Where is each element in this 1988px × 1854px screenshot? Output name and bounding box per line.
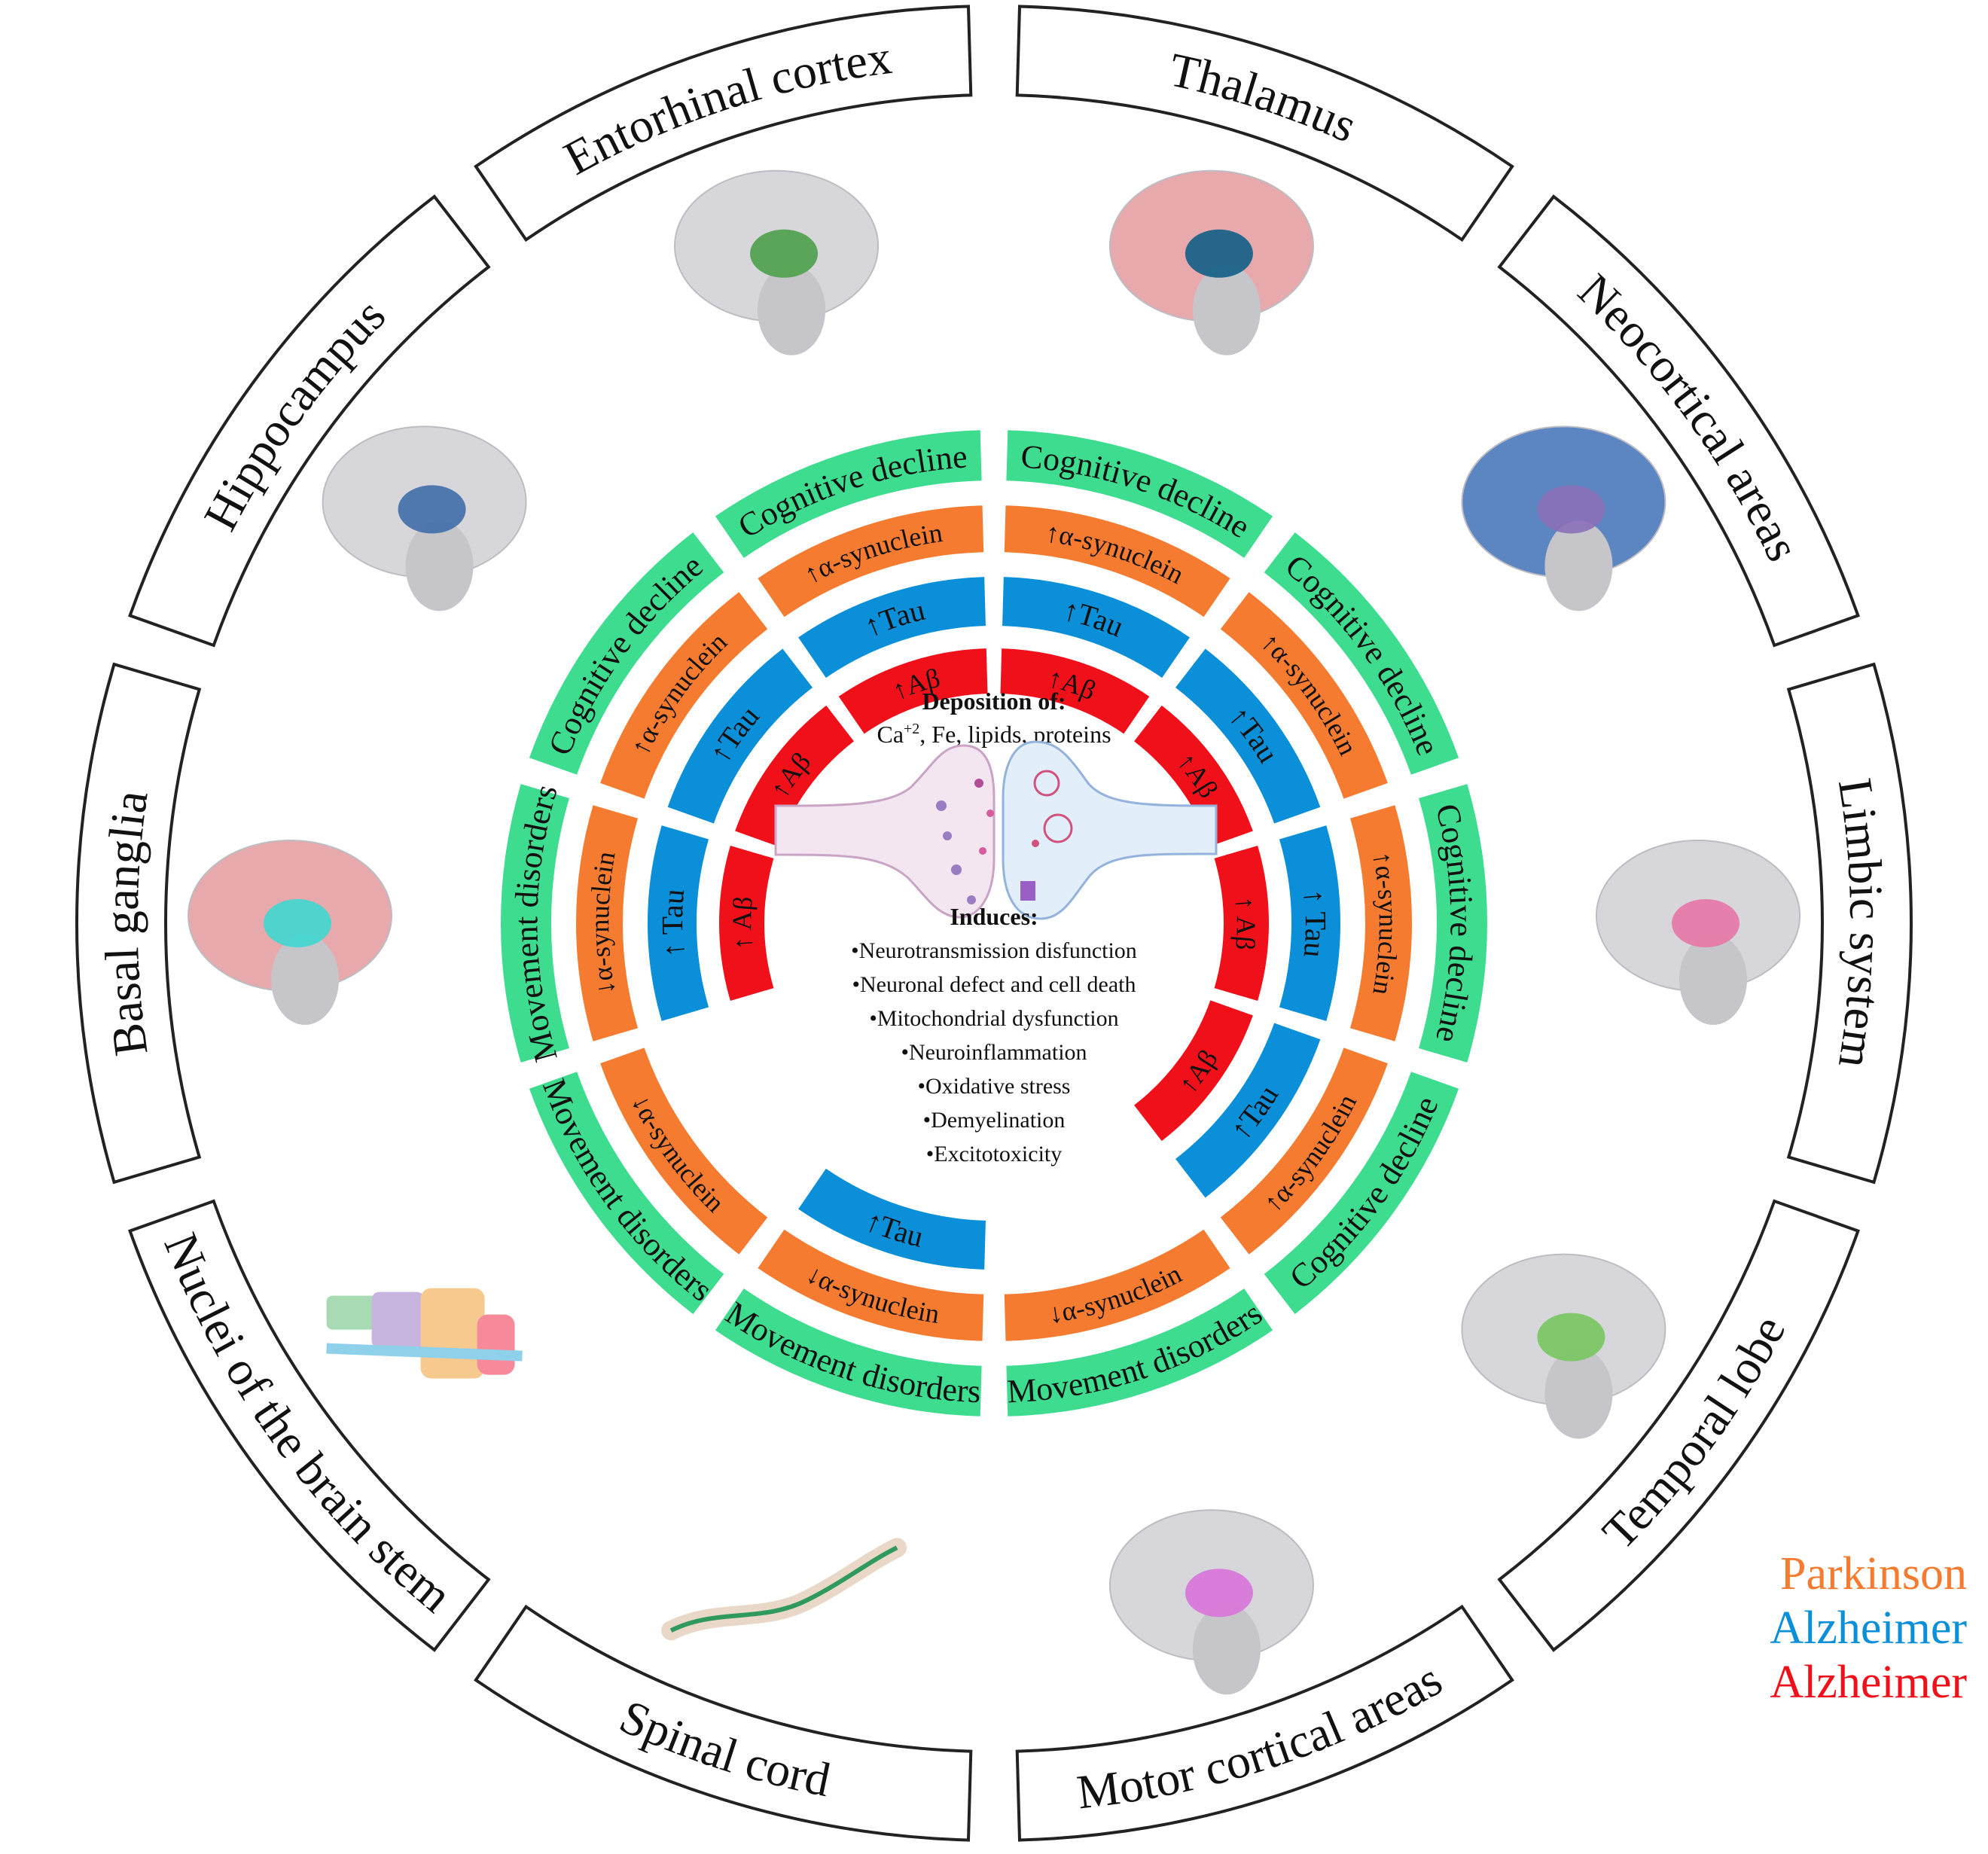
deposition-items: Ca+2, Fe, lipids, proteins bbox=[877, 721, 1111, 748]
induces-item: •Neuroinflammation bbox=[901, 1040, 1087, 1065]
region-frame-8 bbox=[128, 194, 491, 648]
induces-item: •Excitotoxicity bbox=[926, 1142, 1062, 1166]
induces-item: •Oxidative stress bbox=[918, 1074, 1071, 1099]
thalamus-brain-icon bbox=[1108, 169, 1314, 355]
region-frame-7 bbox=[75, 662, 202, 1185]
induces-item: •Neurotransmission disfunction bbox=[851, 938, 1137, 963]
symptom-segment bbox=[1264, 1072, 1459, 1314]
alpha-synuclein-segment bbox=[1349, 805, 1413, 1041]
region-label: Basal ganglia bbox=[95, 787, 158, 1059]
induces-list: •Neurotransmission disfunction •Neuronal … bbox=[851, 938, 1137, 1166]
alpha-synuclein-segment bbox=[600, 592, 768, 799]
motor-cortex-brain-icon bbox=[1108, 1509, 1314, 1695]
symptom-segment bbox=[529, 532, 724, 775]
tau-segment bbox=[648, 825, 709, 1021]
abeta-segment bbox=[1000, 648, 1150, 734]
induces-item: •Mitochondrial dysfunction bbox=[869, 1006, 1118, 1031]
limbic-brain-icon bbox=[1596, 840, 1800, 1025]
abeta-segment-label: ↑ Aβ bbox=[727, 895, 758, 951]
region-frame-0 bbox=[1015, 5, 1514, 242]
alpha-synuclein-segment bbox=[1220, 1047, 1388, 1255]
region-frame-5 bbox=[474, 1604, 973, 1842]
tau-segment-label: ↑ Tau bbox=[1297, 888, 1333, 959]
region-illustrations bbox=[188, 169, 1800, 1695]
alpha-synuclein-segment bbox=[1004, 1229, 1230, 1341]
alpha-synuclein-segment bbox=[758, 505, 984, 617]
hippocampus-brain-icon bbox=[322, 425, 527, 611]
basal-ganglia-brain-icon bbox=[188, 840, 392, 1025]
symptom-segment bbox=[1006, 1288, 1273, 1416]
symptom-segment bbox=[1419, 784, 1487, 1063]
induces-item: •Neuronal defect and cell death bbox=[852, 972, 1136, 997]
tau-segment bbox=[1175, 1023, 1321, 1198]
deposition-title: Deposition of: bbox=[922, 688, 1066, 715]
alpha-synuclein-segment bbox=[1004, 505, 1230, 617]
tau-segment bbox=[798, 577, 986, 678]
abeta-segment bbox=[1134, 1000, 1253, 1142]
alpha-synuclein-segment bbox=[576, 805, 639, 1041]
alpha-synuclein-segment bbox=[1220, 592, 1388, 799]
symptom-segment bbox=[501, 784, 569, 1063]
symptom-segment bbox=[1006, 430, 1273, 558]
region-label: Nuclei of the brain stem bbox=[154, 1226, 462, 1623]
region-frame-4 bbox=[1015, 1604, 1514, 1842]
abeta-segment bbox=[735, 705, 854, 846]
tau-segment bbox=[1175, 648, 1321, 824]
temporal-lobe-brain-icon bbox=[1461, 1253, 1666, 1439]
induces-title: Induces: bbox=[950, 903, 1038, 930]
legend-item: Alzheimer bbox=[1770, 1602, 1967, 1654]
symptom-segment bbox=[715, 430, 982, 558]
abeta-segment-label: ↑ Aβ bbox=[1230, 895, 1261, 951]
spinal-cord-icon bbox=[661, 1538, 907, 1641]
brain-stem-icon bbox=[326, 1288, 523, 1379]
tau-segment-label: ↑ Tau bbox=[655, 888, 691, 959]
abeta-segment bbox=[1134, 705, 1253, 846]
synapse-icon bbox=[774, 740, 1218, 920]
region-frame-3 bbox=[1497, 1199, 1860, 1652]
region-frame-6 bbox=[128, 1199, 491, 1652]
legend-item: Parkinson bbox=[1780, 1548, 1967, 1599]
symptom-segment bbox=[1264, 532, 1459, 775]
region-frame-1 bbox=[1497, 194, 1860, 648]
abeta-segment bbox=[719, 845, 774, 1002]
tau-segment bbox=[1279, 825, 1340, 1021]
induces-item: •Demyelination bbox=[923, 1108, 1066, 1133]
center-panel: Deposition of: Ca+2, Fe, lipids, protein… bbox=[774, 688, 1218, 1166]
region-frame-9 bbox=[474, 5, 973, 242]
entorhinal-brain-icon bbox=[674, 169, 880, 355]
alpha-synuclein-segment bbox=[600, 1047, 768, 1255]
neocortex-brain-icon bbox=[1461, 425, 1666, 611]
tau-segment bbox=[1002, 577, 1190, 678]
tau-segment bbox=[798, 1168, 986, 1270]
abeta-segment bbox=[1214, 845, 1270, 1002]
symptom-segment bbox=[529, 1072, 724, 1314]
symptom-segment bbox=[715, 1288, 982, 1416]
legend-item: Alzheimer bbox=[1770, 1657, 1967, 1708]
abeta-ring: ↑Aβ↑Aβ↑ Aβ↑Aβ↑ Aβ↑Aβ↑Aβ bbox=[719, 648, 1270, 1142]
alpha-synuclein-segment bbox=[758, 1229, 984, 1341]
abeta-segment bbox=[838, 648, 988, 734]
tau-segment bbox=[667, 648, 813, 824]
region-frame-2 bbox=[1786, 662, 1913, 1185]
tau-ring: ↑Tau↑Tau↑ Tau↑Tau↑Tau↑ Tau↑Tau↑Tau bbox=[648, 577, 1340, 1270]
